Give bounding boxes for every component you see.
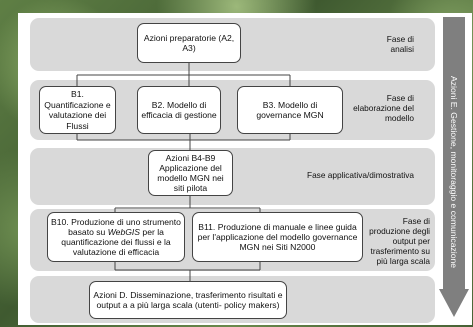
box-azioni-d: Azioni D. Disseminazione, trasferimento … (89, 281, 287, 319)
box-azioni-preparatorie-text: Azioni preparatorie (A2, A3) (143, 32, 235, 54)
box-azioni-preparatorie: Azioni preparatorie (A2, A3) (137, 23, 241, 63)
box-b2: B2. Modello di efficacia di gestione (137, 86, 221, 134)
box-b4-b9-text: Azioni B4-B9 Applicazione del modello MG… (157, 153, 224, 193)
box-b10: B10. Produzione di uno strumento basato … (47, 212, 185, 262)
box-b3: B3. Modello di governance MGN (237, 86, 343, 134)
box-b1: B1. Quantificazione e valutazione dei Fl… (39, 86, 116, 134)
box-b2-text: B2. Modello di efficacia di gestione (141, 99, 217, 121)
box-b11: B11. Produzione di manuale e linee guida… (192, 212, 363, 262)
phase-produzione: Fase di produzione degli output per tras… (369, 216, 430, 266)
box-b3-text: B3. Modello di governance MGN (256, 99, 324, 121)
box-b4-b9: Azioni B4-B9 Applicazione del modello MG… (148, 150, 233, 196)
phase-analisi: Fase di analisi (386, 34, 414, 54)
side-arrow (439, 17, 469, 317)
phase-elaborazione: Fase di elaborazione del modello (353, 93, 414, 123)
side-arrow-label: Azioni E. Gestione, monitoraggio e comun… (449, 75, 459, 269)
box-b11-text: B11. Produzione di manuale e linee guida… (197, 222, 358, 252)
box-azioni-d-text: Azioni D. Disseminazione, trasferimento … (93, 290, 283, 310)
phase-applicativa: Fase applicativa/dimostrativa (307, 170, 414, 180)
box-b10-text: B10. Produzione di uno strumento basato … (51, 217, 181, 257)
box-b1-text: B1. Quantificazione e valutazione dei Fl… (44, 89, 111, 131)
